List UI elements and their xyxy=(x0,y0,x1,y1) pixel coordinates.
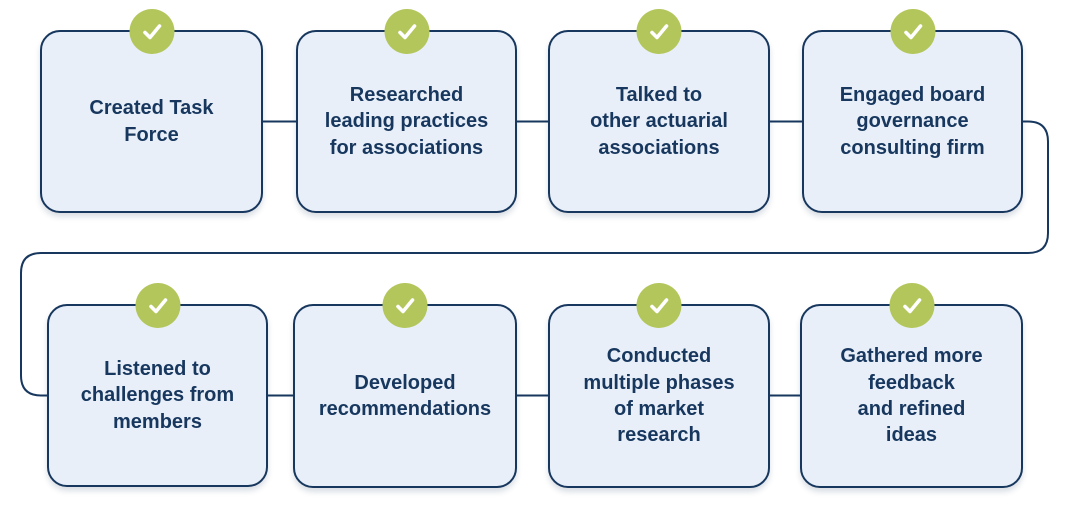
check-circle xyxy=(135,283,180,328)
checkmark-icon xyxy=(650,298,669,314)
checkmark-icon xyxy=(397,24,416,40)
step-card-6: Developed recommendations xyxy=(293,283,517,488)
step-card-1: Created Task Force xyxy=(40,9,263,213)
step-label: Researched leading practices for associa… xyxy=(324,83,489,159)
checkmark-icon xyxy=(148,298,167,314)
step-label: Talked to other actuarial associations xyxy=(590,83,728,159)
step-label: Engaged board governance consulting firm xyxy=(839,83,986,159)
step-card-8: Gathered more feedback and refined ideas xyxy=(800,283,1023,488)
connector-step4-step5-wrap xyxy=(20,120,1049,397)
step-label: Developed recommendations xyxy=(318,371,492,420)
step-card-3: Talked to other actuarial associations xyxy=(548,9,770,213)
step-card-4: Engaged board governance consulting firm xyxy=(802,9,1023,213)
checkmark-icon xyxy=(142,24,161,40)
check-circle xyxy=(384,9,429,54)
check-circle xyxy=(382,283,428,328)
step-label: Gathered more feedback and refined ideas xyxy=(840,345,983,447)
check-circle xyxy=(129,9,174,54)
step-label: Created Task Force xyxy=(89,97,214,146)
step-label: Conducted multiple phases of market rese… xyxy=(583,345,735,447)
step-label: Listened to challenges from members xyxy=(80,357,235,433)
checkmark-icon xyxy=(396,298,415,314)
check-circle xyxy=(889,283,934,328)
check-circle xyxy=(636,283,682,328)
checkmark-icon xyxy=(903,24,922,40)
check-circle xyxy=(636,9,682,54)
checkmark-icon xyxy=(902,298,921,314)
step-card-2: Researched leading practices for associa… xyxy=(296,9,517,213)
checkmark-icon xyxy=(650,24,669,40)
step-card-7: Conducted multiple phases of market rese… xyxy=(548,283,770,488)
check-circle xyxy=(890,9,935,54)
step-card-5: Listened to challenges from members xyxy=(47,283,268,487)
